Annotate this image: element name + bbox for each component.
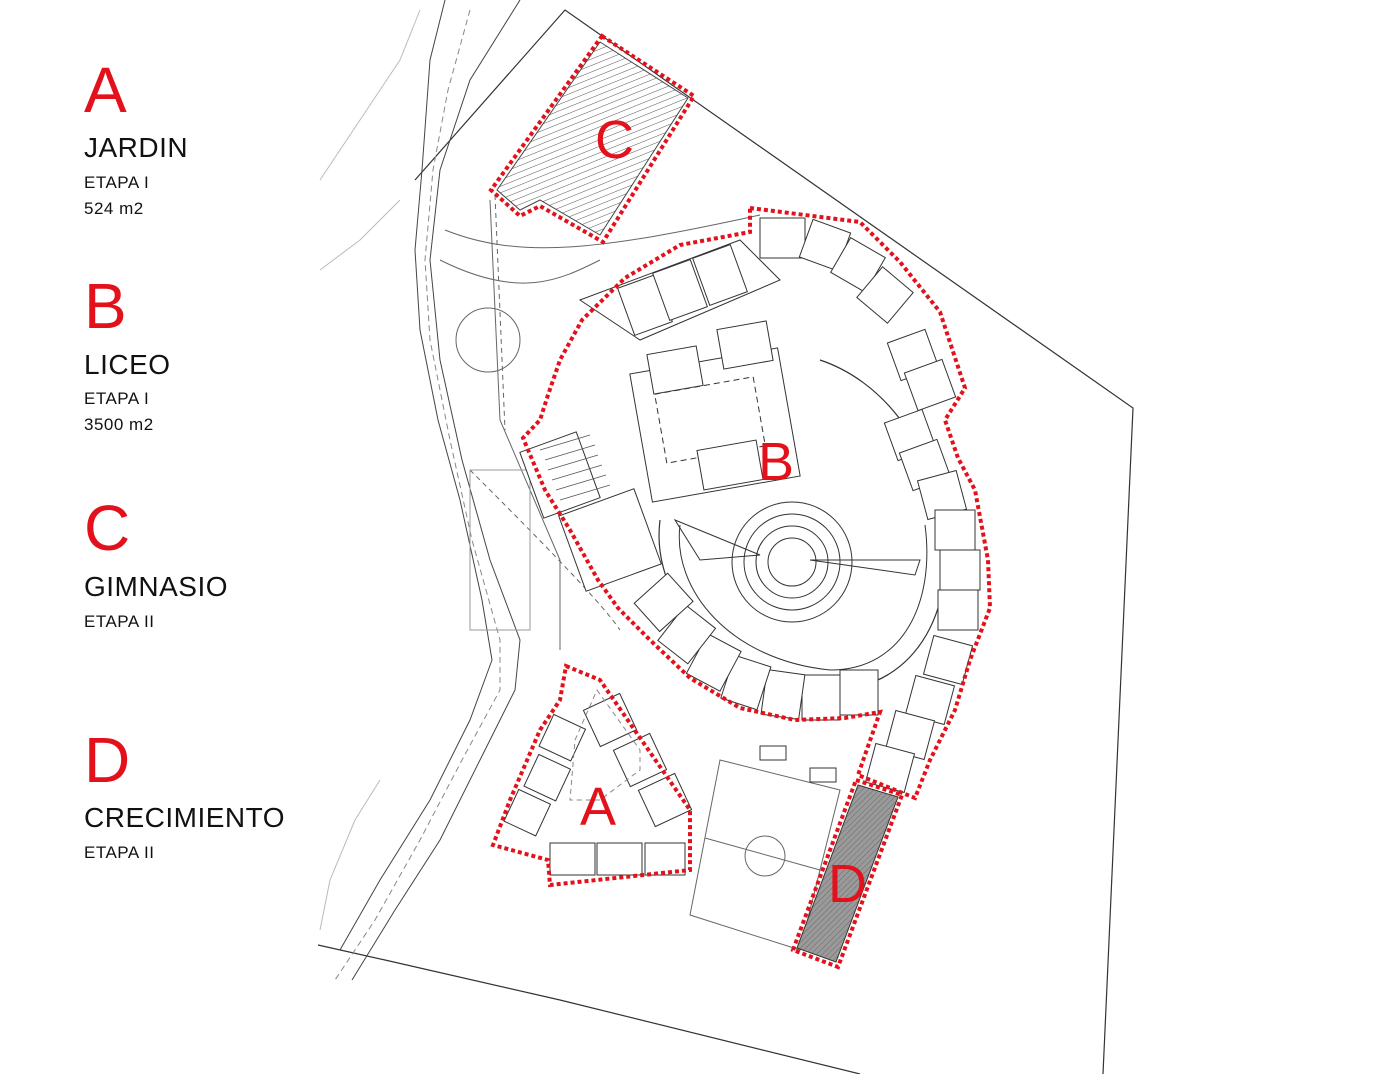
site-paths — [439, 194, 841, 951]
legend-area-b: 3500 m2 — [84, 415, 154, 434]
legend-name-c: GIMNASIO — [84, 571, 229, 602]
legend-letter-c: C — [84, 492, 131, 564]
zone-b-liceo: B — [519, 205, 993, 801]
legend-stage-a: ETAPA I — [84, 173, 150, 192]
site-boundary — [317, 9, 1134, 1074]
legend-name-d: CRECIMIENTO — [84, 802, 285, 833]
zone-d-crecimiento: D — [790, 777, 905, 970]
legend-letter-a: A — [84, 54, 127, 126]
legend-name-b: LICEO — [84, 349, 171, 380]
small-structures — [759, 745, 837, 783]
legend-stage-c: ETAPA II — [84, 612, 155, 631]
zone-label-c: C — [595, 110, 634, 170]
zone-a-jardin: A — [490, 663, 693, 888]
legend-name-a: JARDIN — [84, 132, 189, 163]
legend-letter-b: B — [84, 270, 127, 342]
zone-label-d: D — [828, 854, 867, 914]
road-strip — [319, 0, 521, 981]
zone-c-gym: C — [488, 33, 697, 245]
zone-label-b: B — [758, 432, 794, 492]
legend-letter-d: D — [84, 724, 131, 796]
zone-label-a: A — [580, 777, 616, 837]
legend-stage-b: ETAPA I — [84, 389, 150, 408]
legend-stage-d: ETAPA II — [84, 843, 155, 862]
legend-area-a: 524 m2 — [84, 199, 144, 218]
